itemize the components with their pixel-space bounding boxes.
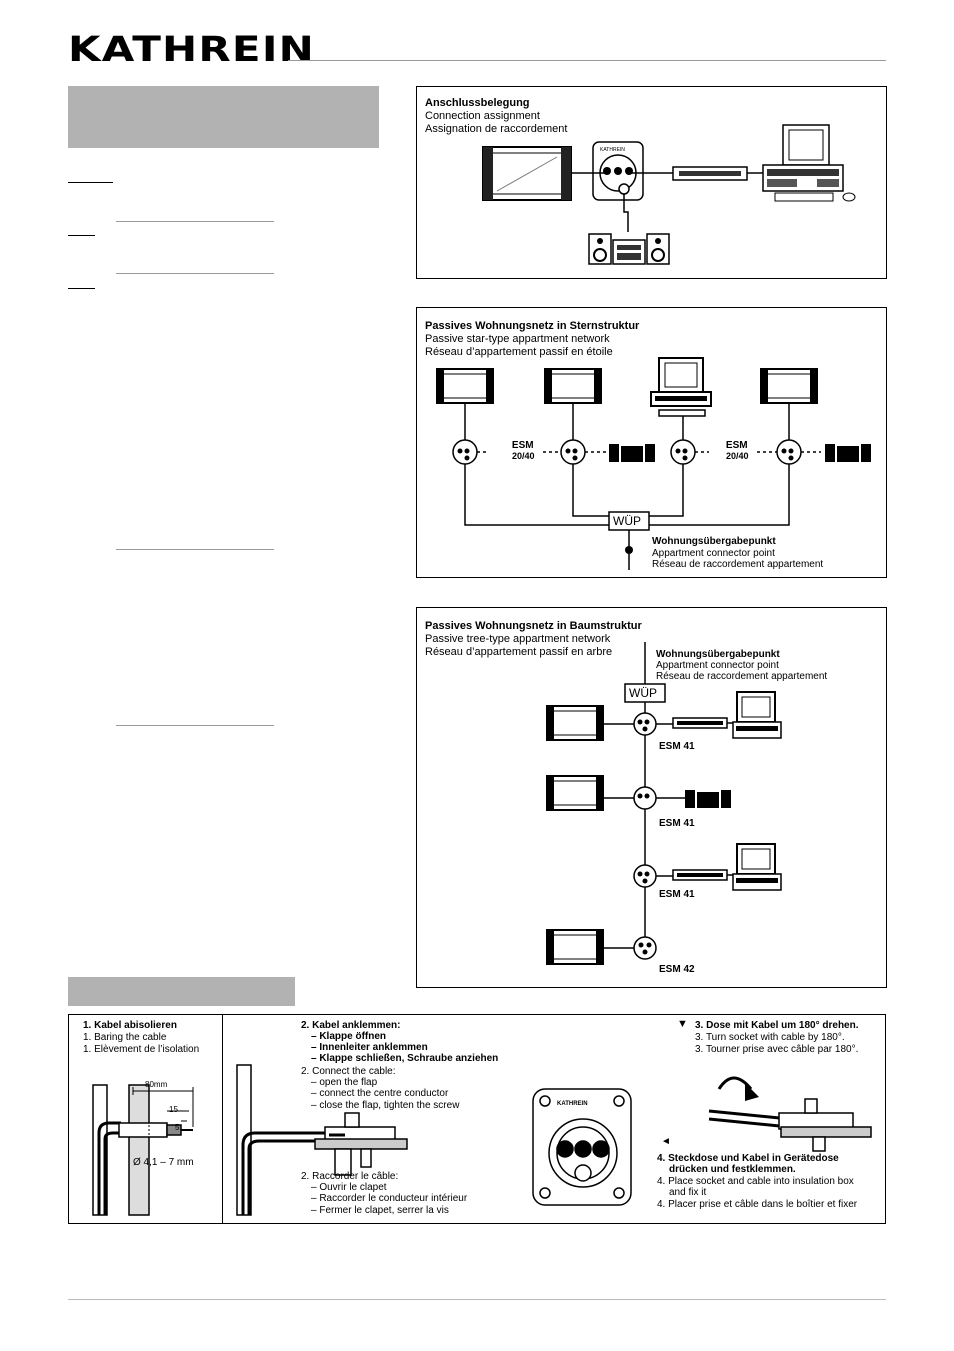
esm-label: ESM 41 (659, 818, 695, 829)
section-heading-bar (68, 977, 295, 1006)
wup-en: Appartment connector point (656, 660, 779, 671)
header-rule (288, 60, 886, 61)
diagram-subtitle-fr: Assignation de raccordement (425, 123, 568, 135)
dim-15: 15 (169, 1105, 178, 1114)
installation-drawing: KATHREIN (92, 1064, 872, 1216)
wup-title: Wohnungsübergabepunkt (656, 649, 780, 660)
wup-fr: Réseau de raccordement appartement (652, 559, 824, 570)
text-rule (116, 221, 274, 222)
connection-assignment-drawing: KATHREIN (482, 124, 856, 265)
step4-title-1: 4. Steckdose und Kabel in Gerätedose (657, 1153, 839, 1164)
diagram-subtitle-fr: Réseau d’appartement passif en étoile (425, 346, 613, 358)
svg-text:KATHREIN: KATHREIN (600, 147, 625, 153)
section-heading-box (68, 86, 379, 148)
step3-fr: 3. Tourner prise avec câble par 180°. (695, 1044, 859, 1055)
step2-de-2: – Innenleiter anklemmen (311, 1042, 428, 1053)
step2-fr-1: – Ouvrir le clapet (311, 1182, 387, 1193)
text-rule (116, 549, 274, 550)
dim-80mm: 80mm (145, 1080, 168, 1089)
esm-label: ESM 41 (659, 741, 695, 752)
step4-en-2: and fix it (669, 1187, 707, 1198)
text-rule (68, 182, 113, 183)
kathrein-logo: KATHREIN (68, 30, 316, 70)
step4-fr: 4. Placer prise et câble dans le boîtier… (657, 1199, 858, 1210)
step2-fr-title: 2. Raccorder le câble: (301, 1171, 399, 1182)
wup-box-label: WÜP (613, 514, 641, 528)
tree-network-drawing (546, 642, 782, 965)
step3-title: 3. Dose mit Kabel um 180° drehen. (695, 1020, 859, 1031)
esm-label-left: ESM 20/40 (511, 440, 535, 461)
step2-fr-2: – Raccorder le conducteur intérieur (311, 1193, 468, 1204)
footer-rule (68, 1299, 886, 1300)
connection-assignment-diagram: Anschlussbelegung Connection assignment … (416, 86, 887, 279)
diagram-title: Anschlussbelegung (425, 97, 530, 109)
star-network-drawing (436, 357, 871, 570)
esm-label: ESM 42 (659, 964, 695, 975)
diagram-subtitle-en: Passive tree-type appartment network (425, 633, 611, 645)
dim-5: 5 (175, 1123, 180, 1132)
panel-divider (222, 1015, 223, 1223)
step4-title-2: drücken und festklemmen. (669, 1164, 796, 1175)
step3-marker-icon: ▼ (677, 1018, 688, 1030)
installation-steps-panel: 1. Kabel abisolieren 1. Baring the cable… (68, 1014, 886, 1224)
text-rule (68, 235, 95, 236)
text-rule (116, 725, 274, 726)
step2-en-1: – open the flap (311, 1077, 378, 1088)
step1-en: 1. Baring the cable (83, 1032, 167, 1043)
svg-text:KATHREIN: KATHREIN (557, 1101, 588, 1107)
wall-socket-icon: KATHREIN (592, 141, 644, 201)
wup-fr: Réseau de raccordement appartement (656, 671, 828, 682)
step2-en-2: – connect the centre conductor (311, 1088, 449, 1099)
step2-en-3: – close the flap, tighten the screw (311, 1100, 460, 1111)
stereo-icon (588, 233, 670, 265)
esm-label-right: ESM 20/40 (725, 440, 749, 461)
text-rule (68, 288, 95, 289)
step2-title: 2. Kabel anklemmen: (301, 1020, 401, 1031)
diagram-title: Passives Wohnungsnetz in Baumstruktur (425, 620, 642, 632)
receiver-icon (672, 166, 748, 181)
step4-marker-icon: ◄ (661, 1136, 671, 1147)
esm-label: ESM 41 (659, 889, 695, 900)
tv-icon (482, 146, 572, 201)
computer-icon (762, 124, 856, 202)
step2-de-3: – Klappe schließen, Schraube anziehen (311, 1053, 499, 1064)
step1-fr: 1. Elèvement de l’isolation (83, 1044, 200, 1055)
step1-title: 1. Kabel abisolieren (83, 1020, 177, 1031)
tree-network-diagram: Passives Wohnungsnetz in Baumstruktur Pa… (416, 607, 887, 988)
step2-en-title: 2. Connect the cable: (301, 1066, 396, 1077)
step2-fr-3: – Fermer le clapet, serrer la vis (311, 1205, 449, 1216)
wup-title: Wohnungsübergabepunkt (652, 536, 776, 547)
diagram-subtitle-en: Connection assignment (425, 110, 540, 122)
diagram-subtitle-en: Passive star-type appartment network (425, 333, 610, 345)
cable-diameter: Ø 4,1 – 7 mm (133, 1157, 194, 1168)
star-network-diagram: Passives Wohnungsnetz in Sternstruktur P… (416, 307, 887, 578)
diagram-subtitle-fr: Réseau d’appartement passif en arbre (425, 646, 613, 658)
step2-de-1: – Klappe öffnen (311, 1031, 387, 1042)
wup-en: Appartment connector point (652, 548, 775, 559)
step4-en-1: 4. Place socket and cable into insulatio… (657, 1176, 854, 1187)
step3-en: 3. Turn socket with cable by 180°. (695, 1032, 845, 1043)
wup-box-label: WÜP (629, 686, 657, 700)
diagram-title: Passives Wohnungsnetz in Sternstruktur (425, 320, 640, 332)
text-rule (116, 273, 274, 274)
